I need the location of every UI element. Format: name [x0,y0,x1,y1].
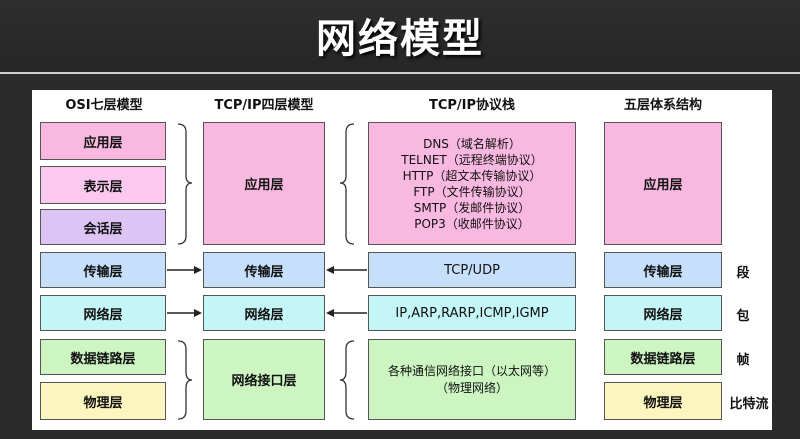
five-application-layer: 应用层 [604,122,722,245]
protocol-ftp: FTP（文件传输协议） [413,184,531,199]
tcpip4-application-layer: 应用层 [203,122,325,245]
arrowhead-osi-to-tcpip4-network [194,309,202,317]
osi-presentation-layer: 表示层 [40,166,166,204]
unit-frame: 帧 [736,353,750,368]
application-protocol-list: DNS（域名解析） TELNET（远程终端协议） HTTP（超文本传输协议） F… [401,136,543,232]
osi-datalink-layer: 数据链路层 [40,339,166,375]
interface-line-1: 各种通信网络接口（以太网等） [387,363,556,378]
stack-transport-protocols: TCP/UDP [368,252,576,288]
header-tcpip4: TCP/IP四层模型 [214,98,314,113]
five-datalink-layer: 数据链路层 [604,339,722,375]
protocol-smtp: SMTP（发邮件协议） [413,200,531,215]
header-stack: TCP/IP协议栈 [428,98,516,113]
tcpip4-network-layer: 网络层 [203,295,325,331]
protocol-http: HTTP（超文本传输协议） [402,168,542,183]
unit-bitstream: 比特流 [729,397,769,412]
osi-transport-layer: 传输层 [40,252,166,288]
osi-physical-layer: 物理层 [40,382,166,420]
five-network-layer: 网络层 [604,295,722,331]
protocol-dns: DNS（域名解析） [423,136,521,151]
osi-session-layer: 会话层 [40,209,166,245]
stack-application-protocols: DNS（域名解析） TELNET（远程终端协议） HTTP（超文本传输协议） F… [368,122,576,245]
title-divider [0,72,800,74]
osi-application-layer: 应用层 [40,122,166,160]
stack-network-protocols: IP,ARP,RARP,ICMP,IGMP [368,295,576,331]
header-five: 五层体系结构 [623,98,702,113]
protocol-telnet: TELNET（远程终端协议） [401,152,543,167]
header-osi: OSI七层模型 [65,98,143,113]
brace-osi-application [177,123,193,245]
osi-network-layer: 网络层 [40,295,166,331]
protocol-pop3: POP3（收邮件协议） [414,216,530,231]
unit-packet: 包 [736,309,750,324]
arrowhead-stack-to-tcpip4-transport [326,266,334,274]
title-band [0,0,800,72]
interface-protocol-list: 各种通信网络接口（以太网等） （物理网络） [388,363,556,397]
interface-line-2: （物理网络） [435,380,508,395]
tcpip4-interface-layer: 网络接口层 [203,339,325,420]
tcpip4-transport-layer: 传输层 [203,252,325,288]
brace-osi-interface [177,340,193,420]
five-transport-layer: 传输层 [604,252,722,288]
arrowhead-osi-to-tcpip4-transport [194,266,202,274]
stack-interface-protocols: 各种通信网络接口（以太网等） （物理网络） [368,339,576,420]
arrowhead-stack-to-tcpip4-network [326,309,334,317]
five-physical-layer: 物理层 [604,382,722,420]
unit-segment: 段 [736,266,750,281]
brace-stack-application [339,123,355,245]
page-title: 网络模型 [316,16,484,62]
brace-stack-interface [339,340,355,420]
